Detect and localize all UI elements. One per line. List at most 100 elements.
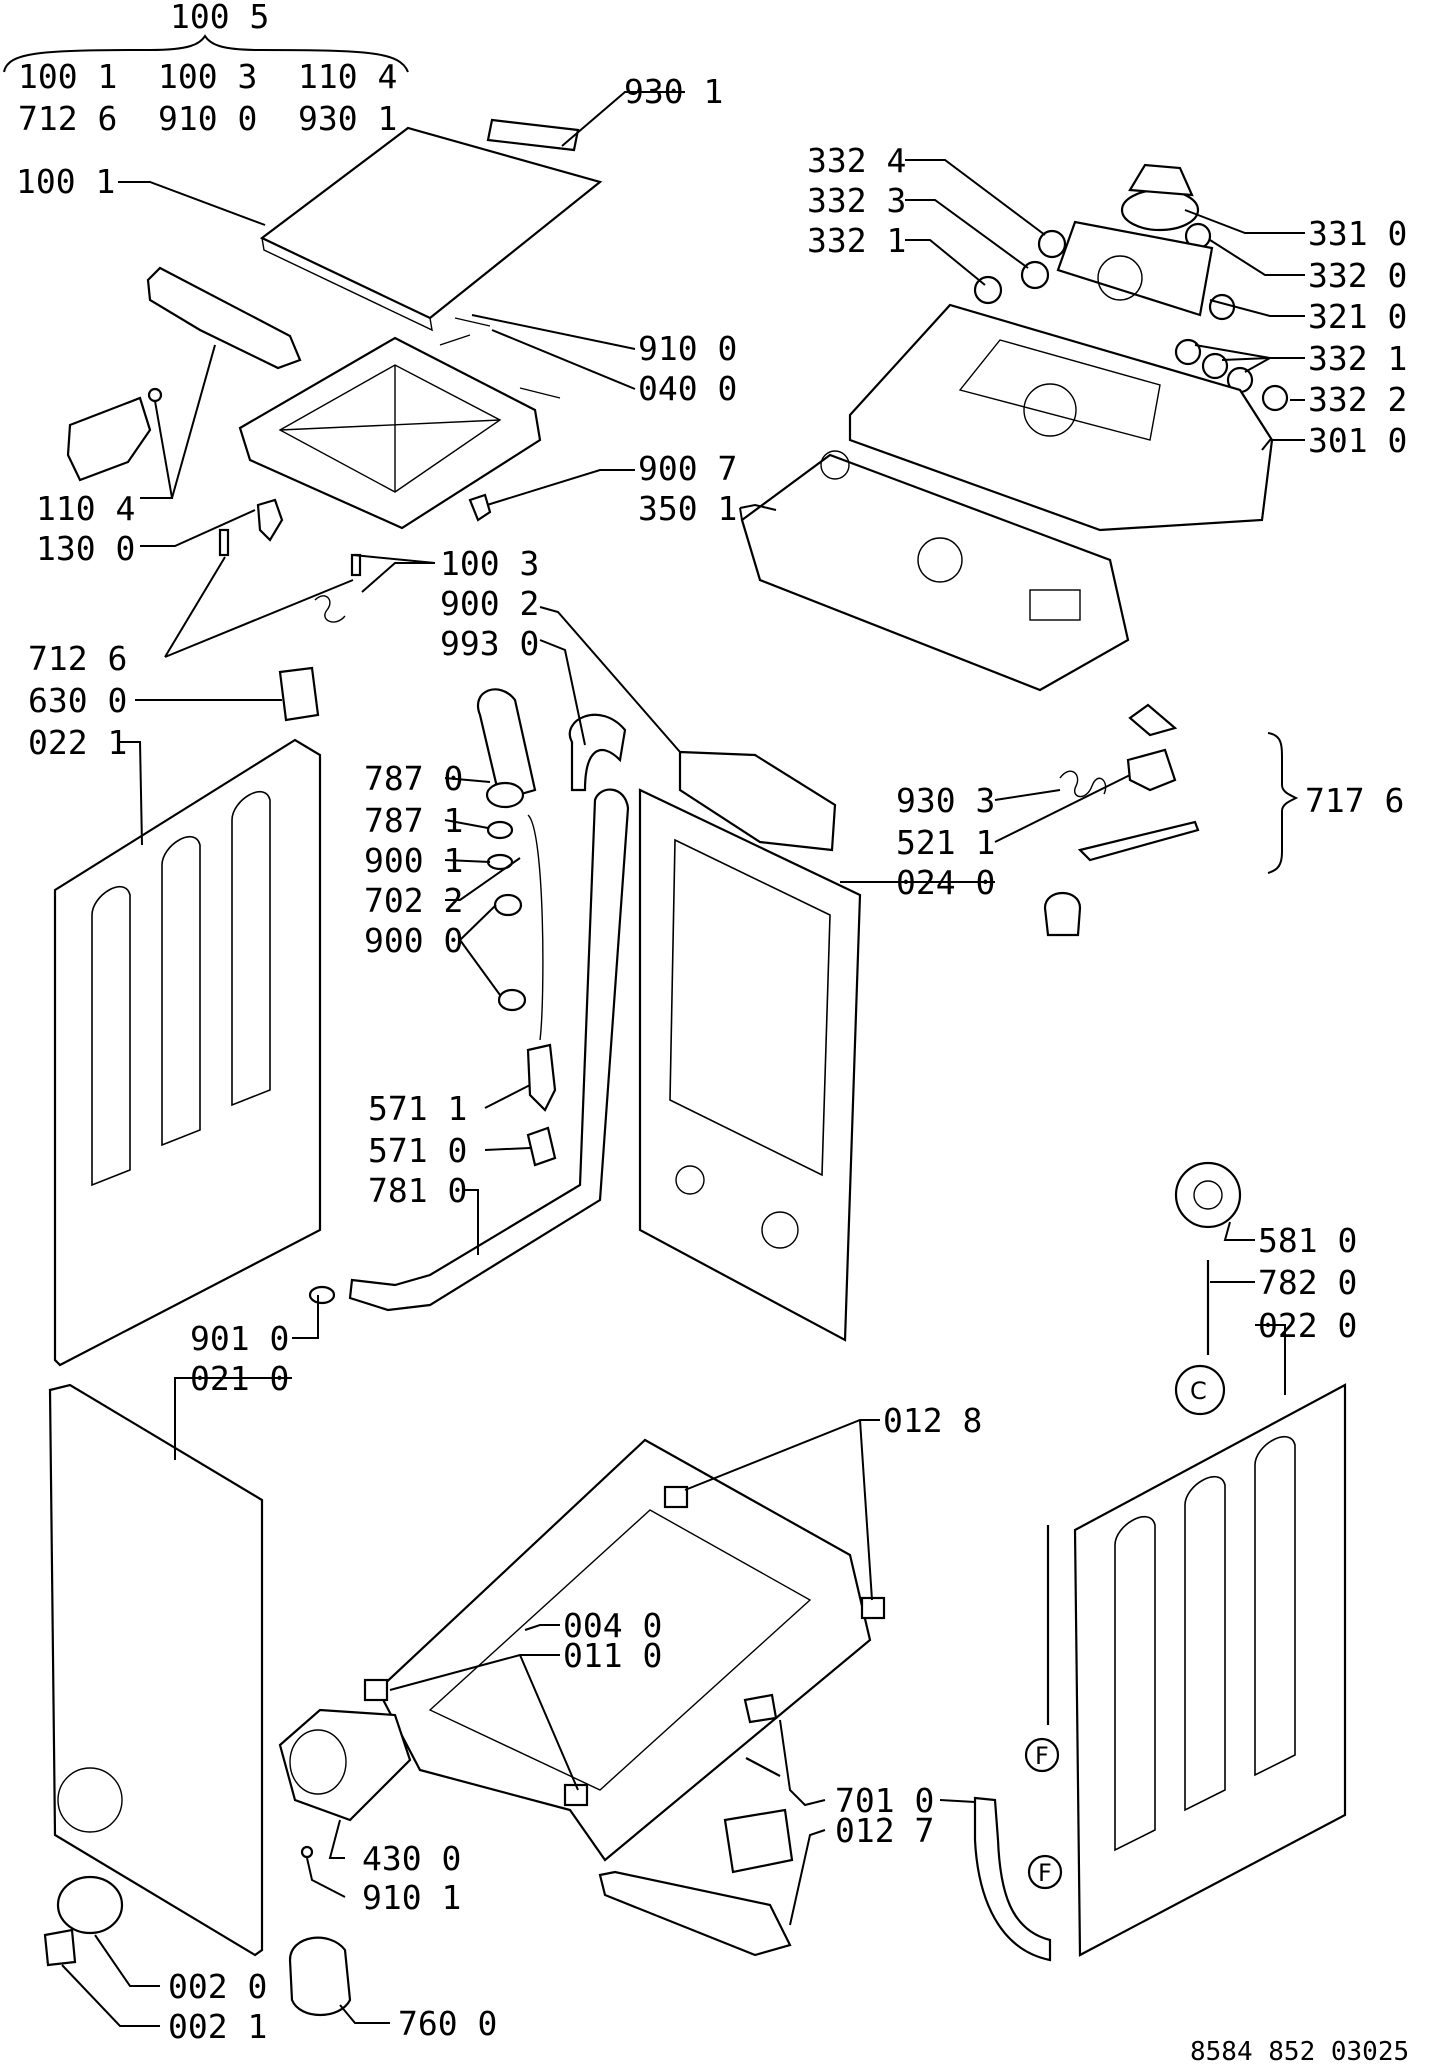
board-capacitor [820, 450, 850, 480]
lock-switch-part [1126, 748, 1177, 792]
part-label: 024 0 [896, 863, 995, 902]
connector-c [1174, 1364, 1226, 1416]
pin-part [439, 334, 471, 346]
grommet-part [308, 1285, 336, 1305]
leader-line [471, 314, 636, 350]
knob-top [1128, 163, 1194, 197]
hose-hook-part [568, 713, 627, 792]
screw-part [300, 1845, 314, 1859]
part-label: 900 1 [364, 841, 463, 880]
panel-overlay-part [1056, 220, 1214, 317]
filter-part [288, 1936, 352, 2017]
overlay-dial [1097, 255, 1143, 301]
base-frame-part [376, 1438, 872, 1862]
cap-hinge-part [43, 1928, 77, 1967]
button-part [1201, 352, 1229, 380]
connector-c-label: C [1190, 1377, 1207, 1405]
bellows-part [477, 688, 537, 802]
cap-part [493, 893, 523, 917]
support-bar-part [598, 1870, 792, 1957]
pump-part [278, 1708, 412, 1822]
part-label: 332 4 [807, 141, 906, 180]
part-label: 717 6 [1305, 781, 1404, 820]
button-part [1020, 260, 1050, 290]
pin-part [454, 317, 491, 327]
leader-line [444, 819, 489, 829]
group-member: 930 1 [298, 99, 397, 138]
group-brace [1267, 732, 1299, 874]
parts-group-header: 100 5 100 1 100 3 110 4 712 6 910 0 930 … [3, 0, 409, 138]
rear-frame-hole [761, 1211, 799, 1249]
leader-line [444, 859, 491, 863]
leader-line [164, 579, 354, 658]
leader-line [118, 181, 266, 226]
part-label: 301 0 [1308, 421, 1407, 460]
connector-f-label: F [1035, 1742, 1049, 1770]
foot-part [363, 1678, 389, 1702]
part-label: 900 2 [440, 584, 539, 623]
group-label: 100 5 [170, 0, 269, 36]
pulley-part [1174, 1161, 1242, 1229]
leader-line [445, 857, 521, 901]
filter-screen-part [486, 820, 514, 840]
part-label: 430 0 [362, 1839, 461, 1878]
leader-line [486, 469, 635, 506]
leader-line [171, 344, 216, 499]
part-label: 021 0 [190, 1359, 289, 1398]
leader-line [94, 1934, 160, 1987]
base-frame-inner [428, 1509, 812, 1791]
group-brace [3, 34, 409, 73]
drain-hose-part [348, 788, 630, 1312]
door-lock-group [1043, 703, 1299, 937]
leader-line [905, 239, 986, 286]
bracket-part [678, 750, 837, 852]
pin-part [218, 528, 230, 557]
pin-part [350, 553, 362, 577]
leader-line [905, 159, 1046, 236]
leader-line [1255, 1324, 1286, 1395]
lid-assembly [66, 118, 603, 623]
part-label: 022 1 [28, 723, 127, 762]
part-label: 332 1 [807, 221, 906, 260]
part-label: 002 1 [168, 2007, 267, 2046]
inlet-hose-part [973, 1796, 1052, 1962]
button-part [1208, 293, 1236, 321]
leader-line [539, 639, 586, 746]
tube-part [527, 814, 544, 1041]
part-label: 787 1 [364, 801, 463, 840]
side-panel-window [161, 836, 201, 1147]
middle-assembly [53, 666, 862, 1367]
part-label: 901 0 [190, 1319, 289, 1358]
front-panel-part [48, 1383, 264, 1957]
document-code: 8584 852 03025 [1190, 2037, 1409, 2067]
part-label: 321 0 [1308, 297, 1407, 336]
pulley-hub [1193, 1180, 1223, 1210]
part-label: 930 1 [624, 72, 723, 111]
control-board-part [740, 453, 1130, 692]
connector-f-label: F [1038, 1859, 1052, 1887]
leader-line [739, 507, 743, 521]
part-label: 332 1 [1308, 339, 1407, 378]
side-panel-window [91, 886, 131, 1187]
part-label: 011 0 [563, 1636, 662, 1675]
spring-part [1059, 770, 1107, 798]
clip-part [468, 493, 492, 522]
part-label: 900 0 [364, 921, 463, 960]
button-part [1174, 338, 1202, 366]
right-side-assembly: C F F [973, 1161, 1347, 1962]
leader-line [789, 1829, 826, 1926]
leader-line [539, 606, 681, 753]
leader-line [1209, 239, 1305, 276]
side-panel-window [1254, 1436, 1296, 1777]
side-panel-window [231, 791, 271, 1107]
leader-line [779, 1719, 826, 1807]
part-label: 910 1 [362, 1878, 461, 1917]
lever-part [1077, 820, 1200, 862]
leader-line [939, 1799, 976, 1803]
latch-part [66, 396, 152, 482]
part-label: 012 7 [835, 1811, 934, 1850]
cap-part [56, 1875, 124, 1935]
block-part [278, 666, 320, 722]
leader-line [164, 556, 226, 658]
